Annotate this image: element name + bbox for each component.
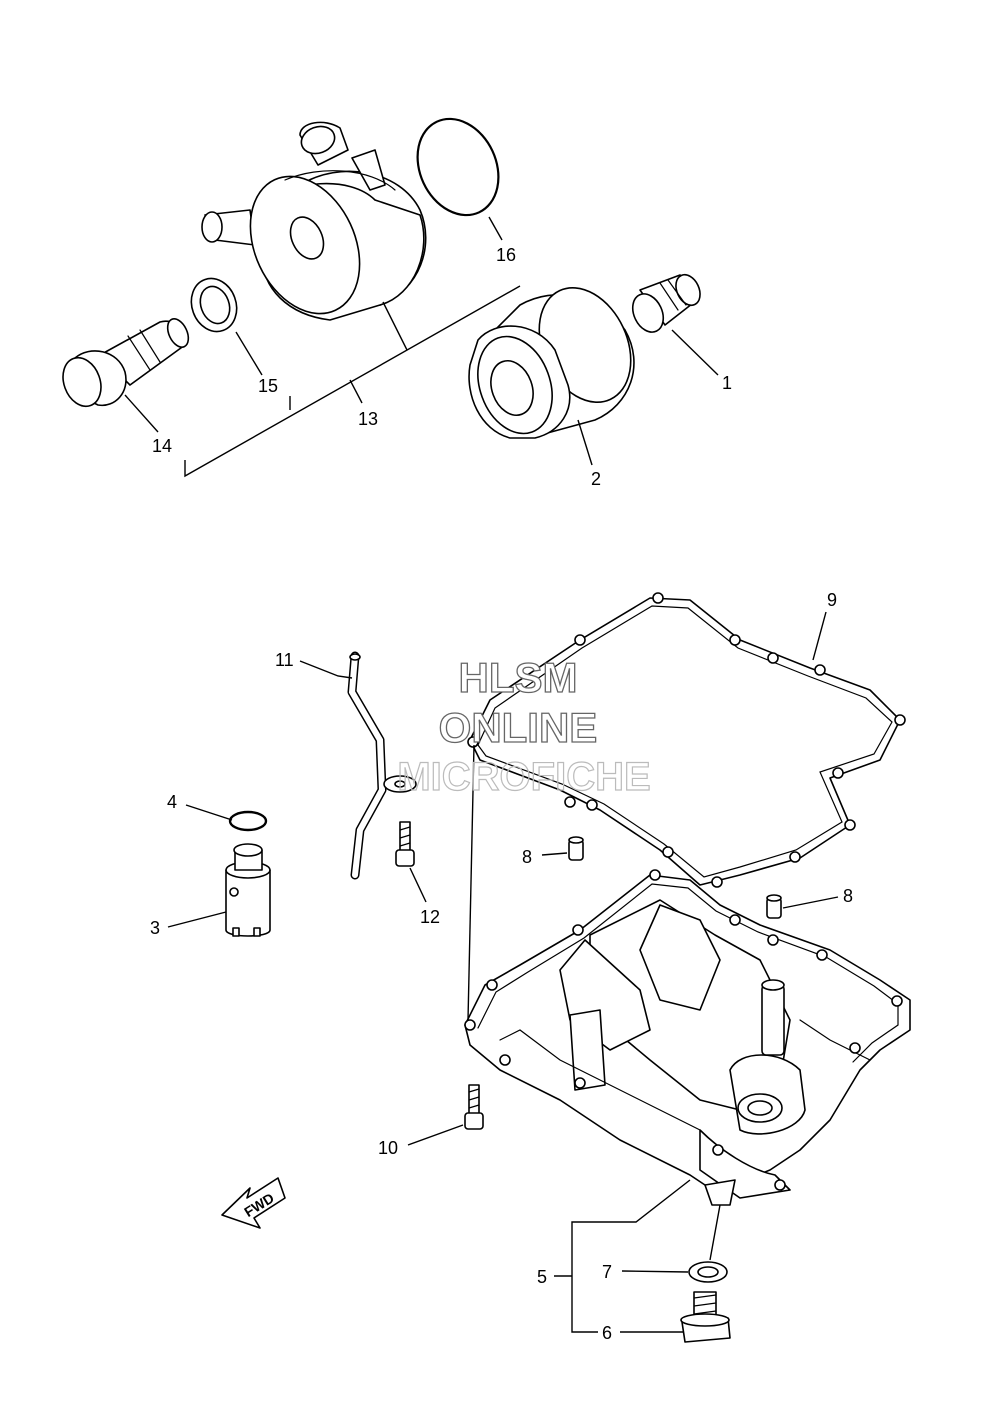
fitting-part-1: [631, 273, 701, 333]
o-ring-part-16: [416, 117, 500, 217]
callout-6: 6: [602, 1323, 612, 1343]
callout-8a: 8: [522, 847, 532, 867]
fwd-direction-marker: FWD: [221, 1177, 286, 1229]
callout-1: 1: [722, 373, 732, 393]
callout-2: 2: [591, 469, 601, 489]
callout-5: 5: [537, 1267, 547, 1287]
callout-4: 4: [167, 792, 177, 812]
dowel-pin-part-8b: [766, 894, 782, 919]
watermark: HLSM ONLINE MICROFICHE: [397, 653, 652, 799]
washer-part-15: [190, 277, 238, 333]
watermark-line-1: HLSM: [459, 654, 578, 701]
bolt-part-10: [464, 1084, 484, 1130]
callout-9: 9: [827, 590, 837, 610]
o-ring-part-4: [228, 810, 268, 832]
bolt-part-12: [395, 821, 415, 867]
union-bolt-part-14: [62, 318, 190, 408]
dowel-pin-part-8a: [568, 836, 584, 861]
oil-pan-part-5: [464, 869, 911, 1206]
callout-3: 3: [150, 918, 160, 938]
pipe-part-11: [347, 651, 417, 880]
callout-16: 16: [496, 245, 516, 265]
callout-12: 12: [420, 907, 440, 927]
callout-13: 13: [358, 409, 378, 429]
leader-lines: [124, 216, 839, 1333]
watermark-line-3: MICROFICHE: [397, 755, 650, 799]
callout-10: 10: [378, 1138, 398, 1158]
strainer-part-3: [225, 843, 271, 937]
callout-15: 15: [258, 376, 278, 396]
callout-14: 14: [152, 436, 172, 456]
callout-11: 11: [275, 650, 294, 670]
gasket-part-9: [467, 592, 906, 888]
drain-bolt-part-6: [680, 1291, 731, 1343]
oil-filter-part-2: [468, 286, 635, 439]
callout-labels: 1 2 3 4 5 6 7 8 8 9 10 11 12 13 14 15 16: [150, 245, 853, 1343]
watermark-line-2: ONLINE: [439, 704, 598, 751]
callout-8b: 8: [843, 886, 853, 906]
oil-cooler-part-13: [201, 121, 427, 321]
callout-7: 7: [602, 1262, 612, 1282]
washer-part-7: [688, 1261, 728, 1283]
